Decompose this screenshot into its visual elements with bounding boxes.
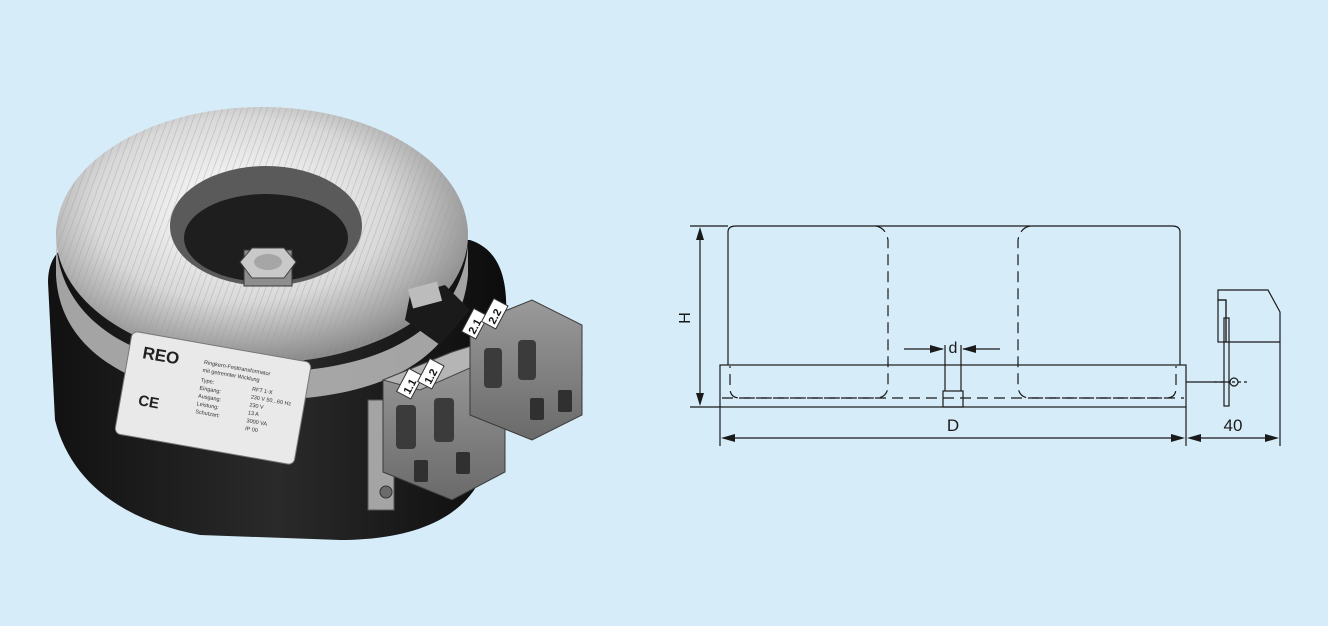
nameplate-line-6: Leistung: <box>196 401 219 411</box>
side-terminal <box>1186 289 1281 407</box>
toroid-hole-inner <box>184 194 348 282</box>
coil-outline <box>727 225 1181 365</box>
nameplate-value-4: 13 A <box>247 410 259 418</box>
bolt-slot <box>942 390 964 408</box>
nameplate-value-1: RFT 1-X <box>252 387 274 397</box>
dim-height <box>690 225 728 408</box>
nameplate-line-3: Type: <box>200 378 215 386</box>
transformer-photo: REO CE Ringkern-Festtransformator mit ge… <box>48 107 583 540</box>
bracket-screw <box>379 485 393 499</box>
bolt-icon <box>239 247 297 287</box>
dim-diameter <box>719 407 1187 446</box>
nameplate-value-3: 230 V <box>249 402 265 410</box>
nameplate-line-5: Ausgang: <box>198 393 222 403</box>
terminal-block-2: 2.1 2.2 <box>460 297 583 441</box>
nameplate-value-6: IP 00 <box>245 426 259 434</box>
nameplate-line-4: Eingang: <box>199 386 222 396</box>
nameplate-line-7: Schutzart: <box>195 409 221 419</box>
nameplate-value-5: 3000 VA <box>246 418 268 428</box>
nameplate: REO CE Ringkern-Festtransformator mit ge… <box>114 331 312 465</box>
dim-terminal <box>1187 342 1281 446</box>
hidden-contours <box>729 225 1177 399</box>
ce-mark: CE <box>137 392 160 412</box>
base-plate <box>719 364 1187 408</box>
label-bolt: d <box>949 340 958 357</box>
dimension-drawing <box>690 225 1281 446</box>
label-diameter: D <box>947 416 959 435</box>
dim-bolt <box>904 345 1000 353</box>
label-height: H <box>677 312 694 324</box>
label-terminal-width: 40 <box>1224 416 1243 435</box>
cable-sleeve <box>407 281 443 309</box>
